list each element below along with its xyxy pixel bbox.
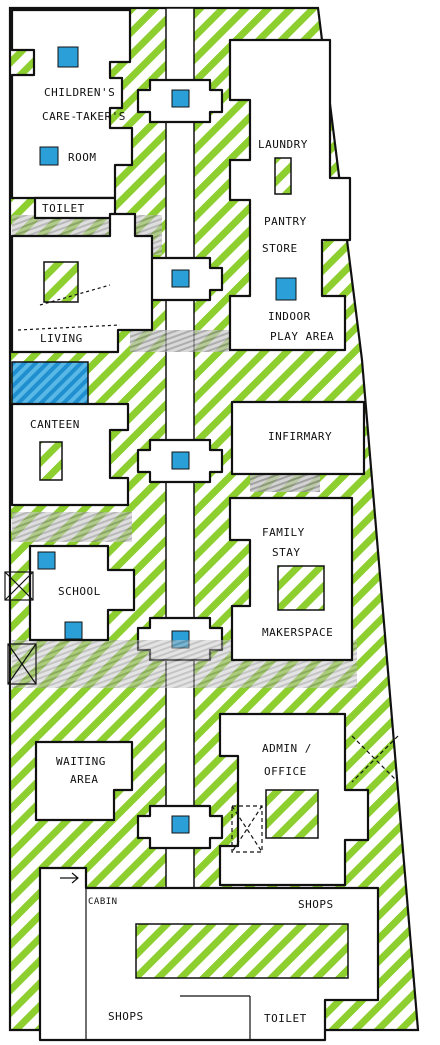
label-cabin: CABIN (88, 897, 118, 907)
canteen-green-courtyard (39, 441, 63, 481)
room-labels: CHILDREN'S CARE- TAKER'S ROOM TOILET LAU… (30, 86, 334, 1025)
blue-window-5 (275, 277, 297, 301)
laundry-green-courtyard (274, 157, 292, 195)
label-store: STORE (262, 242, 298, 255)
label-admin-1: ADMIN / (262, 742, 312, 755)
label-childrens-1: CHILDREN'S (44, 86, 115, 99)
label-waiting-1: WAITING (56, 755, 106, 768)
label-waiting-2: AREA (70, 773, 99, 786)
blue-window-1 (57, 46, 79, 68)
label-childrens-2: CARE- (42, 110, 78, 123)
blue-skylight-5 (171, 815, 190, 834)
label-childrens-4: ROOM (68, 151, 97, 164)
blue-skylight-1 (171, 89, 190, 108)
x-marks-admin (231, 735, 399, 853)
x-marks-school (4, 571, 37, 685)
entry-arrow (60, 872, 79, 884)
label-makerspace: MAKERSPACE (262, 626, 333, 639)
label-indoor-play-2: PLAY AREA (270, 330, 334, 343)
blue-window-2 (39, 146, 59, 166)
admin-green-courtyard (265, 789, 319, 839)
blue-strip (11, 361, 89, 405)
blue-window-4 (64, 621, 83, 640)
corridor-nodes (136, 78, 224, 850)
label-laundry: LAUNDRY (258, 138, 308, 151)
toilet-top-room (33, 196, 117, 220)
block-living (10, 212, 154, 354)
label-school: SCHOOL (58, 585, 101, 598)
paving-band-4 (250, 472, 320, 492)
label-shops-bottom: SHOPS (108, 1010, 144, 1023)
label-childrens-3: TAKER'S (76, 110, 126, 123)
block-childrens-room (10, 8, 134, 200)
family-stay-green-courtyard (277, 565, 325, 611)
blue-skylight-2 (171, 269, 190, 288)
blue-skylight-3 (171, 451, 190, 470)
block-laundry-pantry (228, 38, 352, 352)
paving-band-2 (130, 330, 230, 352)
label-family-stay-2: STAY (272, 546, 301, 559)
label-toilet-bottom: TOILET (264, 1012, 307, 1025)
label-canteen: CANTEEN (30, 418, 80, 431)
label-family-stay-1: FAMILY (262, 526, 305, 539)
label-toilet-top: TOILET (42, 202, 85, 215)
living-green-courtyard (43, 261, 79, 303)
label-admin-2: OFFICE (264, 765, 307, 778)
label-indoor-play-1: INDOOR (268, 310, 311, 323)
label-pantry: PANTRY (264, 215, 307, 228)
blue-window-3 (37, 551, 56, 570)
label-infirmary: INFIRMARY (268, 430, 332, 443)
label-living: LIVING (40, 332, 83, 345)
block-infirmary (230, 400, 366, 476)
block-waiting-area (34, 740, 134, 822)
block-school (28, 544, 136, 642)
label-shops-top: SHOPS (298, 898, 334, 911)
shops-green-courtyard (135, 923, 349, 979)
paving-band-3 (12, 512, 132, 542)
